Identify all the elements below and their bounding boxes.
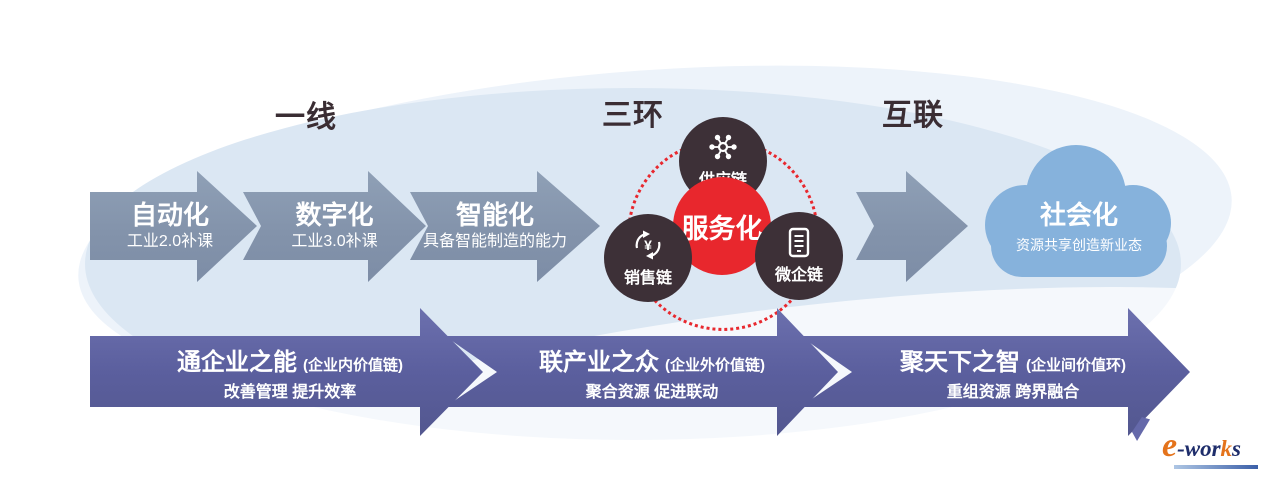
stage-label-interconnect: 互联 [882,99,944,132]
logo-wor: -wor [1177,436,1221,461]
eworks-logo: e-works [1128,417,1261,475]
logo-k: k [1220,436,1233,461]
bottom-arrow-1-qualifier: (企业内价值链) [303,356,403,374]
stage-label-line: 一线 [275,101,337,134]
bottom-arrow-2-qualifier: (企业外价值链) [665,356,765,374]
logo-e: e [1162,427,1178,464]
bottom-arrow-3-title: 聚天下之智 [900,348,1020,376]
circle-micro-enterprise-chain-label: 微企链 [774,267,823,284]
mobile-doc-icon [788,227,810,258]
yen-cycle-icon: ¥ [635,230,661,260]
circle-sales-chain: ¥ 销售链 [604,214,692,302]
network-icon [709,134,737,160]
circle-sales-chain-label: 销售链 [623,270,672,287]
stage-label-three-rings: 三环 [602,99,664,132]
arrow-automation-title: 自动化 [130,199,209,230]
logo-s: s [1232,436,1241,461]
circle-servitization-label: 服务化 [681,213,763,244]
arrow-digitalization-subtitle: 工业3.0补课 [291,232,378,250]
bottom-arrow-3-subtitle: 重组资源 跨界融合 [946,383,1080,401]
circle-micro-enterprise-chain: 微企链 [755,212,843,300]
bottom-arrow-2-subtitle: 聚合资源 促进联动 [585,383,719,401]
bottom-arrow-2-title: 联产业之众 [539,348,659,376]
cloud-icon [985,145,1171,277]
svg-text:¥: ¥ [644,237,652,253]
bottom-arrow-1-subtitle: 改善管理 提升效率 [223,383,357,401]
cloud-subtitle: 资源共享创造新业态 [1016,237,1142,253]
logo-flag-icon [1132,417,1150,441]
cloud-socialization: 社会化 资源共享创造新业态 [973,143,1185,283]
bottom-arrow-1-title: 通企业之能 [177,348,297,376]
cloud-title: 社会化 [1039,200,1118,230]
arrow-digitalization-title: 数字化 [295,199,374,230]
arrow-automation-subtitle: 工业2.0补课 [126,232,214,250]
bottom-arrow-3-qualifier: (企业间价值环) [1026,356,1126,374]
logo-underline [1174,465,1258,469]
arrow-intelligence-subtitle: 具备智能制造的能力 [422,232,567,250]
arrow-intelligence-title: 智能化 [455,199,534,230]
